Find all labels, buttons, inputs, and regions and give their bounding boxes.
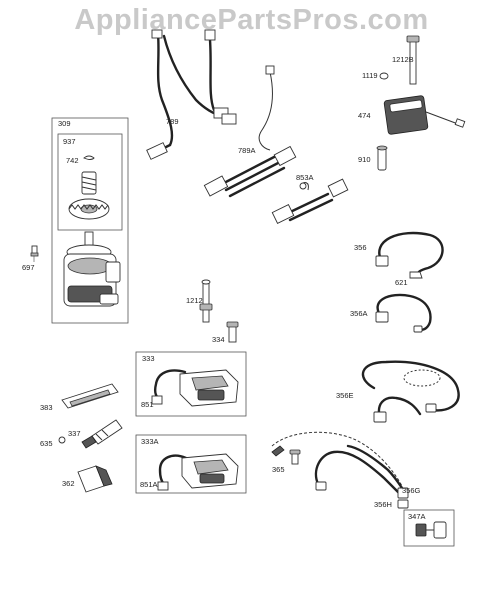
connector-356H	[397, 499, 409, 509]
armature-333A-group: 333A 851A	[135, 434, 247, 494]
terminal-853A	[299, 182, 307, 190]
label-910[interactable]: 910	[358, 155, 371, 164]
harness-853A	[271, 178, 349, 224]
connector-356G	[397, 487, 409, 499]
label-356E[interactable]: 356E	[336, 391, 354, 400]
label-1212[interactable]: 1212	[186, 296, 203, 305]
screw-334	[226, 321, 239, 343]
spark-plug-337	[81, 419, 123, 449]
connector-356A	[375, 311, 389, 323]
connector-789-a	[151, 29, 163, 39]
connector-356E	[373, 411, 387, 423]
screw-697	[30, 245, 39, 262]
connector-789-e	[221, 113, 237, 125]
label-356H[interactable]: 356H	[374, 500, 392, 509]
harness-789	[146, 29, 237, 160]
label-1212B[interactable]: 1212B	[392, 55, 414, 64]
box-309	[51, 117, 129, 324]
box-347A	[403, 509, 455, 547]
harness-789A	[203, 65, 297, 198]
label-347A[interactable]: 347A	[408, 512, 426, 521]
bolt-1212B	[406, 35, 420, 85]
label-853A[interactable]: 853A	[296, 173, 314, 182]
ignition-armature-333A	[181, 453, 239, 489]
connector-789A-top	[265, 65, 275, 75]
connector-853A-left	[271, 204, 295, 224]
label-333A[interactable]: 333A	[141, 437, 159, 446]
terminal-851	[151, 395, 163, 405]
starter-assembly-group: 309 937 742	[51, 117, 129, 324]
pinion-gear	[68, 198, 110, 220]
connector-789-d	[213, 107, 229, 119]
box-333A	[135, 434, 247, 494]
label-334[interactable]: 334	[212, 335, 225, 344]
label-356[interactable]: 356	[354, 243, 367, 252]
terminal-356A	[413, 325, 423, 333]
screw-365	[289, 449, 301, 465]
label-851A[interactable]: 851A	[140, 480, 158, 489]
clip-742	[83, 155, 95, 160]
ignition-armature-333	[179, 369, 239, 407]
label-937[interactable]: 937	[63, 137, 76, 146]
armature-333-group: 333 851	[135, 351, 247, 417]
regulator-474	[383, 95, 466, 135]
label-789A[interactable]: 789A	[238, 146, 256, 155]
label-356A[interactable]: 356A	[350, 309, 368, 318]
label-621[interactable]: 621	[395, 278, 408, 287]
label-309[interactable]: 309	[58, 119, 71, 128]
wire-356E	[361, 360, 460, 423]
label-365[interactable]: 365	[272, 465, 285, 474]
connector-789A-right	[273, 145, 297, 167]
label-337[interactable]: 337	[68, 429, 81, 438]
terminal-356E	[425, 403, 437, 413]
wire-356A	[375, 293, 432, 333]
wire-356	[375, 231, 444, 279]
connector-365-end	[271, 445, 285, 457]
label-333[interactable]: 333	[142, 354, 155, 363]
label-356G[interactable]: 356G	[402, 486, 421, 495]
connector-853A-right	[327, 178, 349, 198]
terminal-851A	[157, 481, 169, 491]
label-474[interactable]: 474	[358, 111, 371, 120]
label-635[interactable]: 635	[40, 439, 53, 448]
label-697[interactable]: 697	[22, 263, 35, 272]
watermark: AppliancePartsPros.com	[74, 4, 429, 36]
box-333	[135, 351, 247, 417]
connector-789-c	[146, 142, 168, 160]
label-362[interactable]: 362	[62, 479, 75, 488]
label-1119[interactable]: 1119	[362, 71, 378, 80]
harness-356G-356H	[271, 431, 409, 509]
part-635	[58, 436, 66, 444]
label-742[interactable]: 742	[66, 156, 79, 165]
bolt-1212	[199, 279, 213, 323]
connector-356	[375, 255, 389, 267]
label-789[interactable]: 789	[166, 117, 179, 126]
connector-789A-left	[203, 175, 229, 197]
terminal-356H-a	[315, 481, 327, 491]
part-383	[61, 383, 119, 409]
part-362	[77, 465, 113, 493]
starter-motor	[63, 231, 121, 307]
drive-screw-937	[81, 171, 97, 195]
spacer-910	[376, 145, 388, 171]
clip-621	[409, 271, 423, 279]
part-347A-group: 347A	[403, 509, 455, 547]
washer-1119	[379, 72, 389, 80]
label-851[interactable]: 851	[141, 400, 154, 409]
box-937	[57, 133, 123, 231]
label-383[interactable]: 383	[40, 403, 53, 412]
connector-789-b	[204, 29, 216, 41]
